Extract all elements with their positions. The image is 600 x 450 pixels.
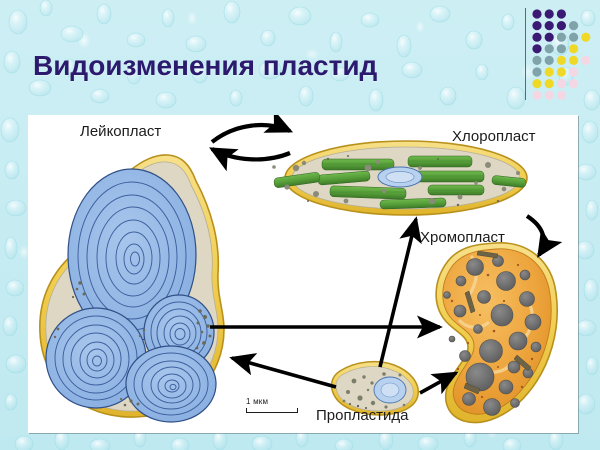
logo-dot — [532, 9, 542, 19]
logo-dot — [569, 67, 579, 77]
logo-dot — [556, 67, 566, 77]
stroma-granules — [53, 281, 212, 407]
logo-dot — [569, 55, 579, 65]
logo-dot — [532, 55, 542, 65]
logo-dot — [556, 55, 566, 65]
plastoglobuli — [443, 255, 542, 416]
carotenoid-crystals — [463, 250, 532, 395]
logo-dot — [532, 32, 542, 42]
logo-dot — [556, 79, 566, 89]
logo-dot — [556, 90, 566, 100]
logo-dot — [556, 32, 566, 42]
logo-dot — [569, 32, 579, 42]
label-chromoplast: Хромопласт — [420, 229, 505, 246]
arrow-proplastid-to-chloroplast — [378, 216, 422, 368]
proplastid-granules — [342, 372, 406, 409]
logo-dots — [532, 9, 591, 100]
arrow-chloroplast-to-leucoplast — [209, 147, 291, 172]
logo-dot — [544, 9, 554, 19]
logo-dot — [544, 67, 554, 77]
logo-dot — [556, 9, 566, 19]
logo-dot — [544, 55, 554, 65]
scale-bar-line — [246, 408, 298, 413]
logo-dot — [532, 79, 542, 89]
scale-bar-label: 1 мкм — [246, 397, 269, 406]
label-leucoplast: Лейкопласт — [80, 123, 162, 140]
chloroplast-granules — [272, 160, 520, 205]
chromoplast-cell — [435, 242, 558, 424]
logo-dot — [569, 79, 579, 89]
arrow-proplastid-to-chromoplast — [419, 371, 459, 395]
arrow-proplastid-to-leucoplast — [229, 353, 337, 389]
logo-dot — [556, 44, 566, 54]
plastid-transformation-diagram — [39, 115, 563, 424]
leucoplast-cell — [39, 154, 225, 423]
proplastid-cell — [330, 360, 419, 416]
logo-dot — [532, 44, 542, 54]
logo-dot — [544, 44, 554, 54]
logo-dot — [569, 21, 579, 31]
logo-dot — [544, 90, 554, 100]
arrow-chloroplast-to-chromoplast — [525, 214, 563, 258]
logo-dot — [532, 21, 542, 31]
logo-dot — [544, 32, 554, 42]
page-title: Видоизменения пластид — [33, 50, 378, 81]
starch-grain — [45, 307, 147, 409]
scale-bar: 1 мкм — [246, 397, 298, 413]
grana-stacks — [273, 155, 527, 210]
chloroplast-cell — [272, 140, 528, 216]
logo-divider-line — [525, 8, 526, 100]
logo-dot — [544, 21, 554, 31]
logo-dot — [581, 55, 591, 65]
dot-grid-logo — [525, 6, 597, 102]
starch-grain — [125, 345, 217, 423]
label-proplastid: Пропластида — [316, 407, 409, 424]
logo-dot — [544, 79, 554, 89]
logo-dot — [581, 32, 591, 42]
label-chloroplast: Хлоропласт — [452, 128, 536, 145]
logo-dot — [532, 67, 542, 77]
diagram-panel: Лейкопласт Хлоропласт Хромопласт Проплас… — [28, 115, 578, 433]
logo-dot — [569, 44, 579, 54]
logo-dot — [532, 90, 542, 100]
arrow-leucoplast-to-chloroplast — [210, 115, 294, 144]
logo-dot — [556, 21, 566, 31]
